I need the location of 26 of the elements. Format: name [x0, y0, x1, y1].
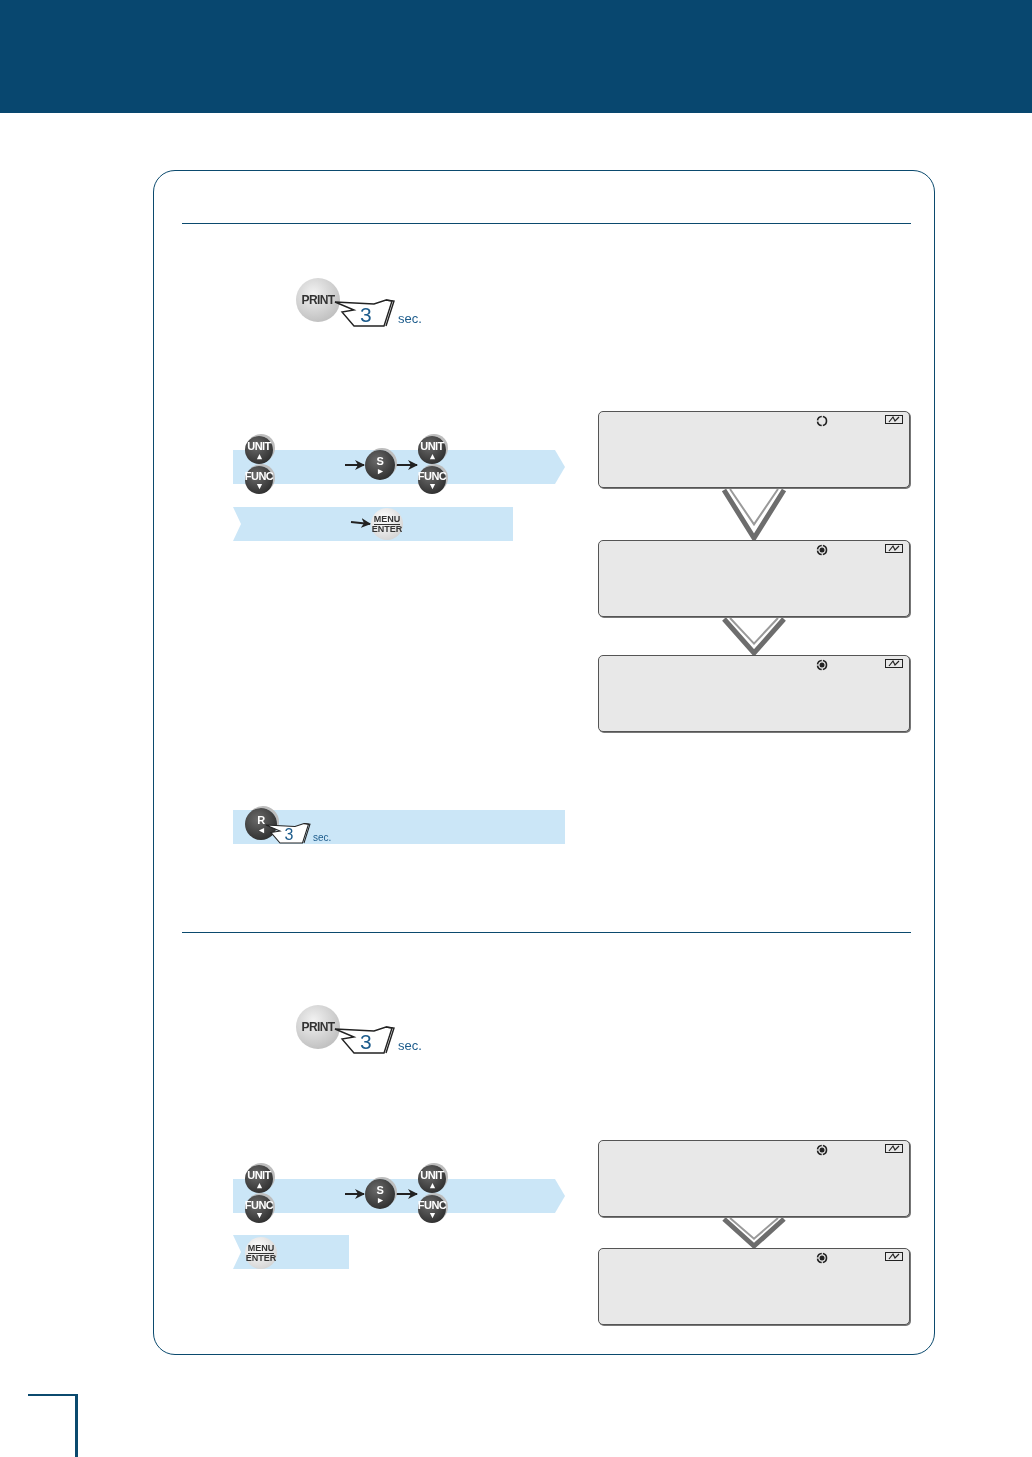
- lcd-display: [598, 655, 910, 732]
- print-button: PRINT: [296, 1005, 340, 1049]
- lcd-display: [598, 540, 910, 617]
- lcd-display: [598, 411, 910, 488]
- key-button: UNIT: [418, 436, 446, 464]
- arrow: [344, 1189, 365, 1199]
- key-button: UNIT: [245, 1165, 273, 1193]
- key-button: FUNC: [418, 466, 446, 494]
- arrow: [350, 518, 371, 529]
- print-button: PRINT: [296, 278, 340, 322]
- duration-number: 3: [360, 303, 372, 325]
- key-button: FUNC: [418, 1195, 446, 1223]
- arrow: [394, 1189, 418, 1199]
- key-button: FUNC: [245, 466, 273, 494]
- lcd-display: [598, 1248, 910, 1325]
- seconds-label: sec.: [398, 311, 422, 325]
- arrow: [344, 460, 365, 470]
- duration-number: 3: [360, 1030, 372, 1052]
- key-button: UNIT: [418, 1165, 446, 1193]
- seconds-label: sec.: [398, 1038, 422, 1052]
- seconds-label: sec.: [313, 832, 332, 843]
- arrow: [394, 460, 418, 470]
- lcd-display: [598, 1140, 910, 1217]
- key-button: FUNC: [245, 1195, 273, 1223]
- key-button: UNIT: [245, 436, 273, 464]
- duration-number: 3: [284, 826, 294, 843]
